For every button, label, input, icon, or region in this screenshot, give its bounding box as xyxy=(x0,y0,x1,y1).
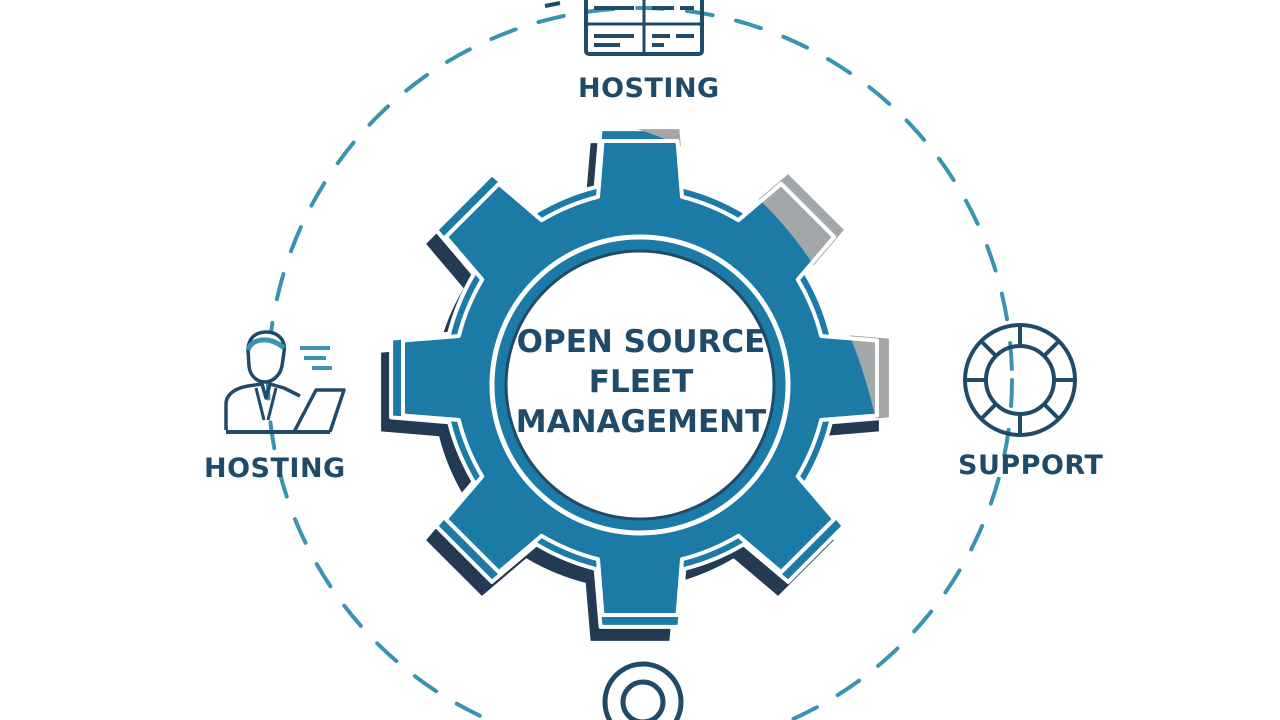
target-ring-icon xyxy=(602,661,684,720)
left-node-label: HOSTING xyxy=(204,453,346,484)
gear-outline xyxy=(401,139,879,617)
center-title-line-2: FLEET xyxy=(588,364,694,400)
center-title: OPEN SOURCE FLEET MANAGEMENT xyxy=(500,322,782,442)
center-outer-ring xyxy=(489,234,791,536)
top-node-label: HOSTING xyxy=(578,73,720,104)
lifebuoy-icon xyxy=(963,323,1077,437)
person-laptop-icon xyxy=(224,330,346,434)
center-disk xyxy=(504,249,776,521)
center-title-line-3: MANAGEMENT xyxy=(515,404,767,440)
center-title-line-1: OPEN SOURCE xyxy=(516,324,766,360)
server-rack-icon xyxy=(544,0,704,56)
right-node-label: SUPPORT xyxy=(958,450,1104,481)
